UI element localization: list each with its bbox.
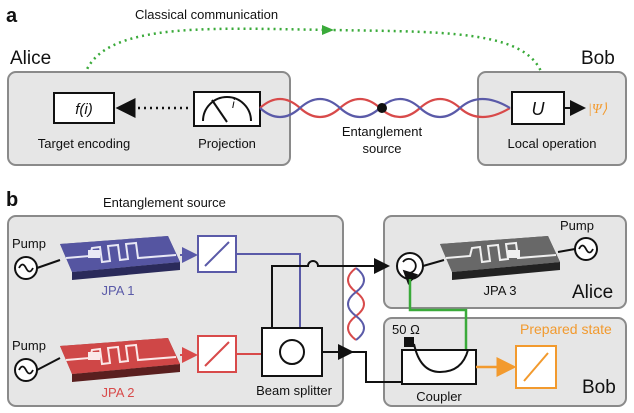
coupler-box bbox=[401, 349, 477, 385]
blue-to-beamsplitter-line bbox=[236, 253, 301, 328]
panel-b-letter: b bbox=[6, 189, 18, 211]
jpa1-chip bbox=[60, 236, 180, 280]
sine-glyph-2 bbox=[18, 365, 34, 375]
classical-communication-arrowhead bbox=[322, 25, 334, 35]
beam-splitter-label: Beam splitter bbox=[256, 383, 333, 398]
psi-label: |Ψ⟩ bbox=[588, 102, 608, 117]
target-encoding-box bbox=[53, 92, 115, 124]
unitary-label: U bbox=[532, 99, 546, 119]
beam-splitter-box bbox=[261, 327, 323, 377]
jpa2-label: JPA 2 bbox=[101, 385, 134, 400]
jpa3-label: JPA 3 bbox=[483, 283, 516, 298]
jpa2-chip bbox=[60, 338, 180, 382]
twisted-pair-red bbox=[347, 267, 365, 341]
bob-label-a: Bob bbox=[581, 48, 615, 69]
panel-a-letter: a bbox=[6, 5, 18, 27]
circulator-icon bbox=[396, 252, 424, 280]
sine-glyph-3 bbox=[578, 244, 594, 254]
classical-communication-label: Classical communication bbox=[135, 7, 278, 22]
alice-label-a: Alice bbox=[10, 48, 51, 69]
jpa3-chip bbox=[440, 236, 560, 280]
entanglement-label-line1: Entanglement bbox=[342, 124, 423, 139]
red-filter-slash bbox=[204, 341, 230, 367]
projection-label: Projection bbox=[198, 136, 256, 151]
pump3-wire bbox=[557, 248, 576, 253]
pump2-wire bbox=[36, 357, 61, 371]
meter-icon bbox=[202, 96, 252, 122]
beam-splitter-circle bbox=[279, 339, 305, 365]
prepared-state-label: Prepared state bbox=[520, 321, 612, 337]
termination-50ohm bbox=[404, 337, 414, 347]
coupler-label: Coupler bbox=[416, 389, 462, 404]
blue-filter-slash bbox=[204, 241, 230, 267]
circulator-arrow bbox=[402, 258, 419, 285]
entanglement-source-panel bbox=[7, 215, 344, 407]
unitary-box bbox=[511, 91, 565, 125]
target-encoding-label: Target encoding bbox=[38, 136, 131, 151]
bob-label-b: Bob bbox=[582, 377, 616, 398]
function-label: f(i) bbox=[75, 101, 93, 118]
bs-output-to-alice bbox=[271, 258, 390, 328]
meter-symbol: i bbox=[232, 97, 235, 111]
meter-needle bbox=[211, 99, 228, 123]
circulator-to-jpa3 bbox=[422, 259, 445, 267]
prepared-state-slash bbox=[523, 352, 549, 382]
classical-green-line bbox=[408, 279, 468, 350]
pump3-label: Pump bbox=[560, 218, 594, 233]
sine-glyph-1 bbox=[18, 263, 34, 273]
local-operation-label: Local operation bbox=[508, 136, 597, 151]
pump1-wire bbox=[36, 259, 61, 269]
bob-input-line bbox=[352, 351, 404, 383]
entanglement-label-line2: source bbox=[362, 141, 401, 156]
coupler-curve bbox=[413, 343, 469, 374]
entanglement-source-title: Entanglement source bbox=[103, 195, 226, 210]
pump2-label: Pump bbox=[12, 338, 46, 353]
pump1-label: Pump bbox=[12, 236, 46, 251]
jpa1-label: JPA 1 bbox=[101, 283, 134, 298]
entanglement-source-dot bbox=[377, 103, 387, 113]
fifty-ohm-label: 50 Ω bbox=[392, 322, 420, 337]
alice-label-b: Alice bbox=[572, 282, 613, 303]
twisted-pair-blue bbox=[347, 267, 365, 341]
